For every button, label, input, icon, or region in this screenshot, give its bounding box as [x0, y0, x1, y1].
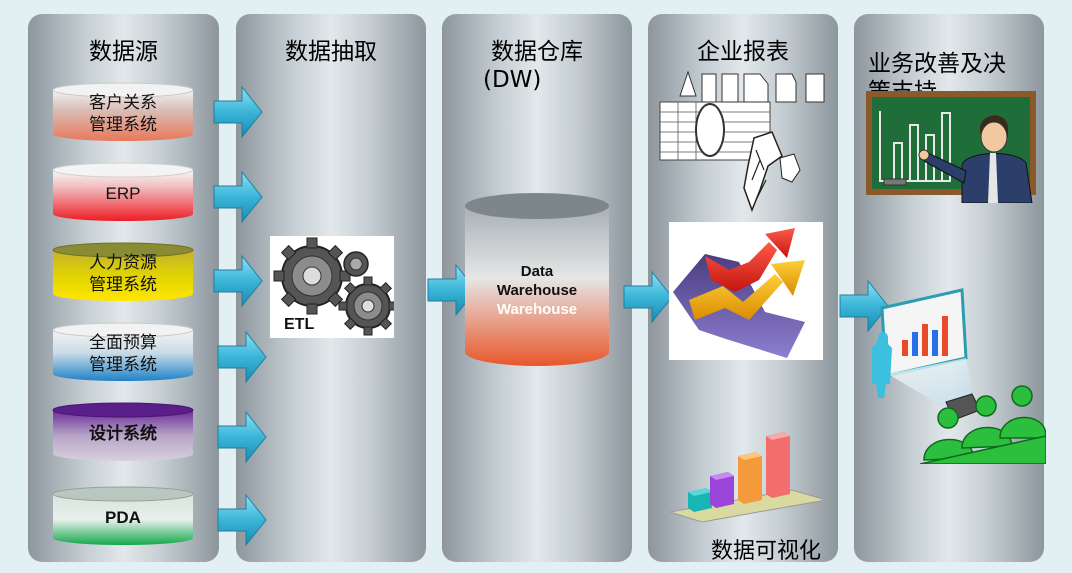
- database-icon: [465, 193, 609, 366]
- reports-title: 企业报表: [697, 39, 789, 65]
- arrow-right-icon: [213, 170, 263, 224]
- extract-title: 数据抽取: [285, 39, 377, 65]
- presenter-chalkboard-image: [866, 91, 1036, 204]
- projector-audience-icon: [872, 288, 1047, 465]
- source-label-line1: PDA: [105, 508, 141, 527]
- report-sketch-image: [656, 70, 828, 218]
- source-crm: 客户关系管理系统: [52, 82, 194, 142]
- source-hr: 人力资源管理系统: [52, 242, 194, 302]
- source-pda: PDA: [52, 486, 194, 546]
- warehouse-title: 数据仓库 (DW): [442, 38, 632, 94]
- source-erp: ERP: [52, 162, 194, 222]
- data-visualization-image: [669, 426, 827, 523]
- cylinder-shape: [52, 242, 194, 301]
- gears-icon: [273, 237, 398, 336]
- data-warehouse-cylinder: Data Warehouse Warehouse: [464, 192, 610, 368]
- dw-label-line2: Warehouse: [496, 282, 578, 299]
- arrow-right-icon: [213, 254, 263, 308]
- source-label-line1: 全面预算: [89, 333, 157, 353]
- arrow-right-icon: [623, 270, 673, 324]
- cylinder-shape: [52, 322, 194, 381]
- decision-title-line1: 业务改善及决: [868, 51, 1006, 77]
- cylinder-shape: [52, 402, 194, 461]
- etl-gears-image: ETL: [270, 236, 398, 338]
- bar-chart-icon: [669, 432, 827, 523]
- arrow-right-icon: [217, 330, 267, 384]
- teacher-icon: [866, 91, 1036, 204]
- arrow-right-icon: [213, 85, 263, 139]
- trend-arrow-chart-image: [669, 222, 823, 360]
- cylinder-shape: [52, 82, 194, 141]
- warehouse-title-line1: 数据仓库: [491, 39, 583, 65]
- rising-arrows-icon: [673, 228, 805, 358]
- projector-presentation-image: [862, 288, 1047, 465]
- report-documents-icon: [659, 70, 825, 213]
- source-label-line1: 设计系统: [89, 424, 157, 444]
- arrow-right-icon: [217, 410, 267, 464]
- arrow-right-icon: [839, 279, 889, 333]
- arrow-right-icon: [217, 493, 267, 547]
- data-visualization-label: 数据可视化: [711, 539, 822, 564]
- source-label-line1: 客户关系: [89, 93, 157, 113]
- etl-label: ETL: [284, 316, 315, 333]
- warehouse-title-line2: (DW): [483, 67, 542, 93]
- column-data-extraction: 数据抽取: [236, 14, 426, 562]
- sources-title: 数据源: [89, 39, 158, 65]
- source-label-line2: 管理系统: [89, 355, 157, 375]
- dw-label-line1: Data: [520, 263, 554, 280]
- source-label-line1: ERP: [105, 184, 141, 203]
- cylinder-shape: [52, 162, 194, 221]
- source-label-line2: 管理系统: [89, 275, 157, 295]
- source-label-line1: 人力资源: [89, 253, 157, 273]
- source-design: 设计系统: [52, 402, 194, 462]
- source-budget: 全面预算管理系统: [52, 322, 194, 382]
- cylinder-shape: [52, 486, 194, 545]
- dw-label-line3: Warehouse: [496, 301, 578, 318]
- source-label-line2: 管理系统: [89, 115, 157, 135]
